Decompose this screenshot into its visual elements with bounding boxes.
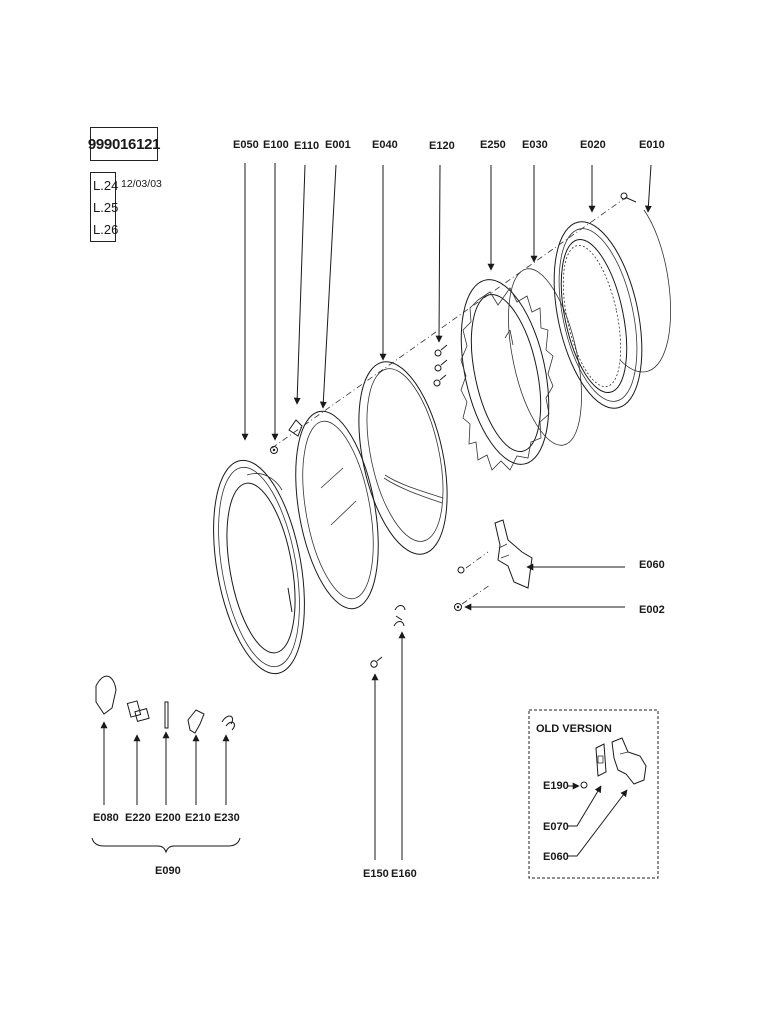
label-e100: E100 — [263, 139, 289, 151]
leader-old-e070 — [567, 785, 602, 827]
label-e001: E001 — [325, 139, 351, 151]
label-e090: E090 — [155, 865, 181, 877]
label-old-e190: E190 — [543, 780, 569, 792]
bracket-e090 — [91, 837, 241, 854]
level-box: L.24 L.25 L.26 — [90, 172, 119, 242]
old-plate-e070 — [595, 743, 607, 777]
clamp-ring-e010 — [619, 209, 671, 373]
latch-e220 — [126, 700, 150, 722]
lever-e210 — [187, 709, 205, 734]
hinge-e060 — [457, 519, 533, 589]
spring-e230 — [221, 715, 235, 731]
label-e150: E150 — [363, 868, 389, 880]
old-hinge-e060 — [611, 737, 647, 785]
leader-old-e060 — [567, 789, 628, 857]
label-e050: E050 — [233, 139, 259, 151]
level-2: L.25 — [93, 199, 119, 215]
part-number-box: 999016121 — [87, 127, 161, 161]
label-e002: E002 — [639, 604, 665, 616]
label-e220: E220 — [125, 812, 151, 824]
label-e030: E030 — [522, 139, 548, 151]
revision-date: 12/03/03 — [121, 178, 162, 190]
label-e200: E200 — [155, 812, 181, 824]
old-screw-e190 — [580, 781, 588, 789]
screw-e150 — [370, 656, 383, 668]
door-frame-e050 — [213, 459, 305, 675]
wire-ring-e030 — [508, 268, 582, 446]
leader-e001 — [319, 164, 337, 409]
decor-ring-e250 — [460, 279, 554, 471]
clip-e110 — [288, 419, 303, 437]
leader-e120 — [435, 164, 443, 343]
label-old-e060: E060 — [543, 851, 569, 863]
label-e040: E040 — [372, 139, 398, 151]
label-e210: E210 — [185, 812, 211, 824]
label-e120: E120 — [429, 140, 455, 152]
assembly-axis — [271, 195, 629, 449]
label-e020: E020 — [580, 139, 606, 151]
screw-e010 — [620, 192, 637, 203]
old-version-box — [528, 709, 659, 879]
label-e230: E230 — [214, 812, 240, 824]
level-3: L.26 — [93, 221, 119, 237]
pin-e200 — [164, 701, 169, 729]
clip-e160 — [393, 605, 406, 627]
gasket-e020 — [553, 221, 643, 409]
screw-e100 — [270, 446, 278, 454]
label-e010: E010 — [639, 139, 665, 151]
screws-e120 — [433, 344, 448, 387]
label-e080: E080 — [93, 812, 119, 824]
leader-e110 — [293, 164, 306, 405]
level-1: L.24 — [93, 177, 119, 193]
screw-e002 — [454, 584, 491, 611]
label-e160: E160 — [391, 868, 417, 880]
label-e250: E250 — [480, 139, 506, 151]
old-version-title: OLD VERSION — [536, 723, 612, 735]
part-number: 999016121 — [87, 135, 161, 153]
inner-glass-e040 — [358, 361, 448, 555]
leader-e010 — [644, 164, 652, 213]
handle-cover-e080 — [95, 675, 117, 715]
label-e060: E060 — [639, 559, 665, 571]
label-e110: E110 — [294, 140, 319, 152]
label-old-e070: E070 — [543, 821, 569, 833]
